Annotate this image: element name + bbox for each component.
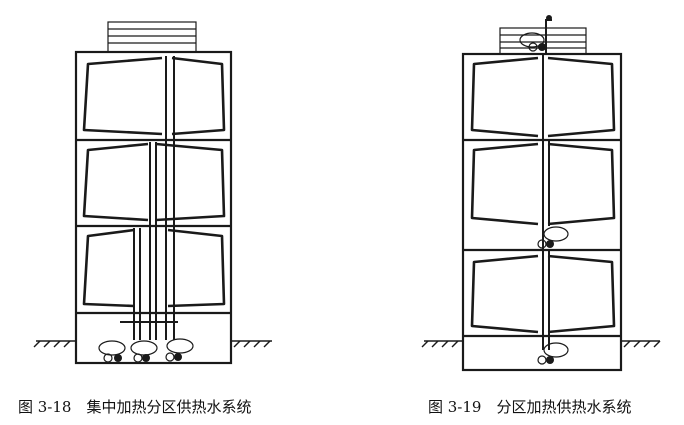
roof-tank: [107, 21, 197, 53]
risers: [542, 54, 550, 350]
figure-3-19: [421, 15, 661, 372]
heater-group: [98, 338, 194, 363]
lower-zone-loop: [470, 254, 616, 334]
risers: [120, 56, 178, 340]
middle-zone-loop: [470, 142, 616, 226]
heater-roof: [519, 32, 546, 52]
figure-3-18: [33, 21, 272, 365]
ground-line: [421, 340, 661, 348]
middle-zone-loop: [82, 142, 226, 222]
caption-figure-3-18: 图 3-18 集中加热分区供热水系统: [18, 398, 252, 416]
upper-zone-loop: [82, 56, 226, 136]
heater-basement: [537, 342, 569, 365]
lower-zone-loop: [82, 228, 226, 308]
caption-figure-3-19: 图 3-19 分区加热供热水系统: [428, 398, 632, 416]
heater-middle: [537, 226, 569, 249]
upper-zone-loop: [470, 56, 616, 138]
ground-line: [33, 340, 272, 348]
building-outline: [74, 50, 233, 365]
